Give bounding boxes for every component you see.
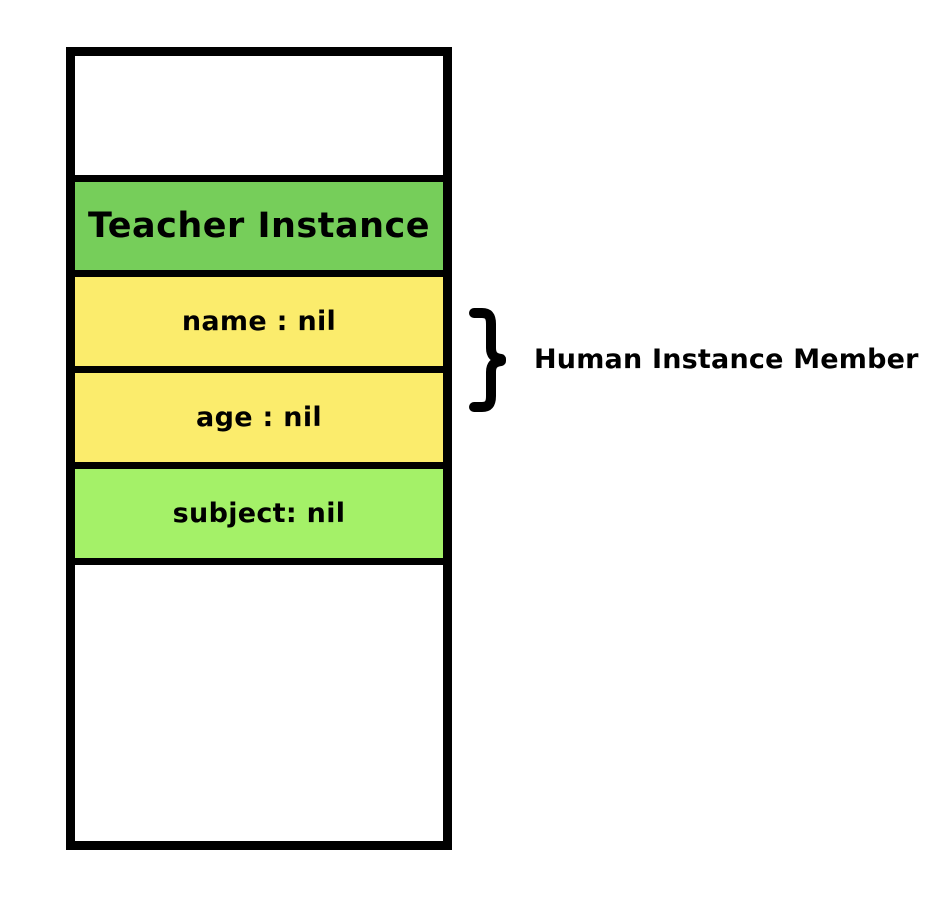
name-field-label: name : nil — [181, 306, 337, 337]
subject-field-label: subject: nil — [172, 498, 346, 529]
curly-brace-icon — [468, 308, 508, 412]
name-field-row: name : nil — [75, 277, 443, 373]
human-instance-member-label: Human Instance Member — [534, 343, 919, 375]
teacher-instance-box: Teacher Instance name : nil age : nil su… — [66, 47, 452, 850]
age-field-row: age : nil — [75, 373, 443, 469]
human-instance-member-annotation: Human Instance Member — [534, 338, 918, 380]
teacher-instance-header-label: Teacher Instance — [88, 206, 430, 246]
subject-field-row: subject: nil — [75, 469, 443, 565]
empty-top-slot — [75, 56, 443, 175]
empty-bottom-slot — [75, 565, 443, 841]
age-field-label: age : nil — [196, 402, 322, 433]
teacher-instance-header: Teacher Instance — [75, 175, 443, 277]
